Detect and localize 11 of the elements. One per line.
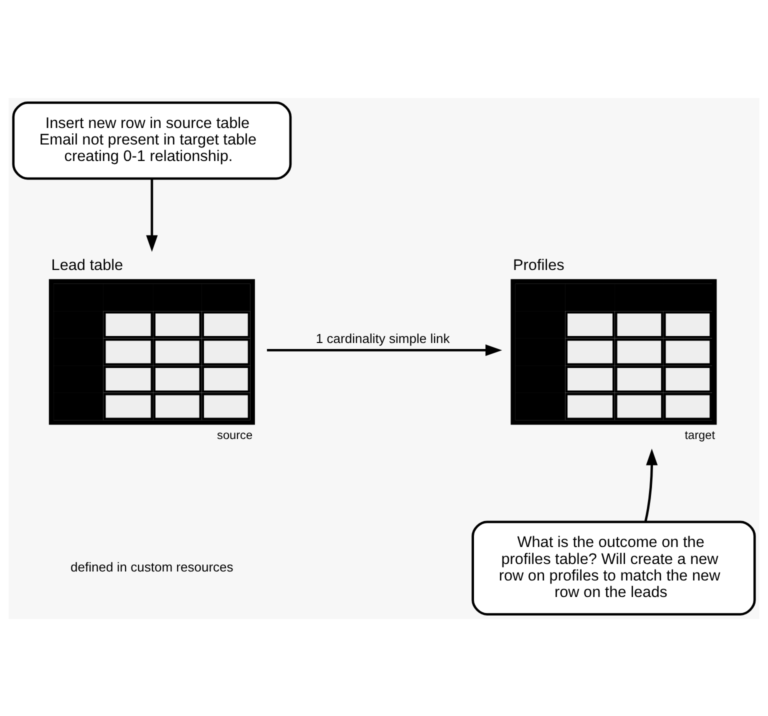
label: defined in custom resources <box>70 558 234 574</box>
arrow <box>266 344 502 356</box>
node-label: target <box>684 428 716 442</box>
node-box: What is the outcome on the profiles table? Will create a new row on profiles to match the new row on the leads <box>472 520 756 615</box>
node-label: Profiles <box>513 256 564 274</box>
arrow <box>146 178 158 252</box>
edge-label: 1 cardinality simple link <box>316 330 450 346</box>
node-box: Insert new row in source table Email not present in target table creating 0-1 relationship. <box>12 101 292 180</box>
node-label: Lead table <box>51 256 124 274</box>
node-label: source <box>217 428 253 442</box>
arrow <box>644 448 658 522</box>
